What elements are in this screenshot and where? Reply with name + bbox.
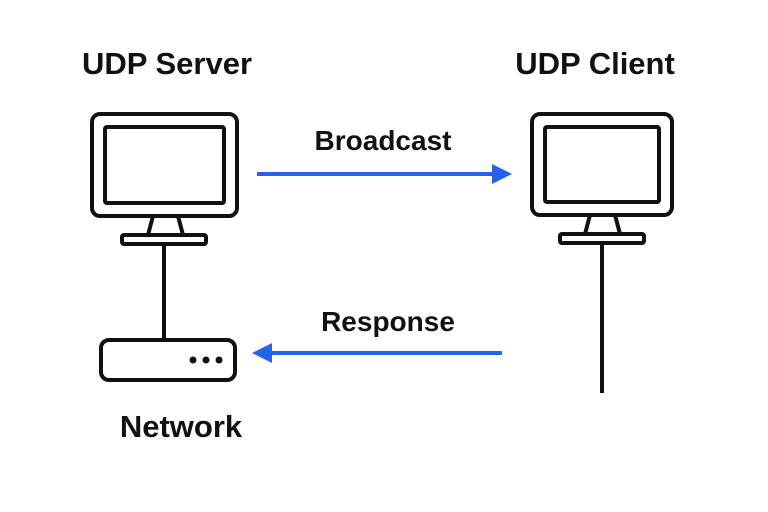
server-monitor-icon bbox=[90, 112, 239, 246]
broadcast-label: Broadcast bbox=[314, 125, 452, 156]
router-icon bbox=[99, 338, 237, 382]
server-label: UDP Server bbox=[81, 46, 253, 81]
response-label: Response bbox=[321, 306, 455, 337]
client-monitor-icon bbox=[530, 112, 674, 245]
client-label: UDP Client bbox=[515, 46, 675, 81]
network-label: Network bbox=[119, 409, 243, 444]
